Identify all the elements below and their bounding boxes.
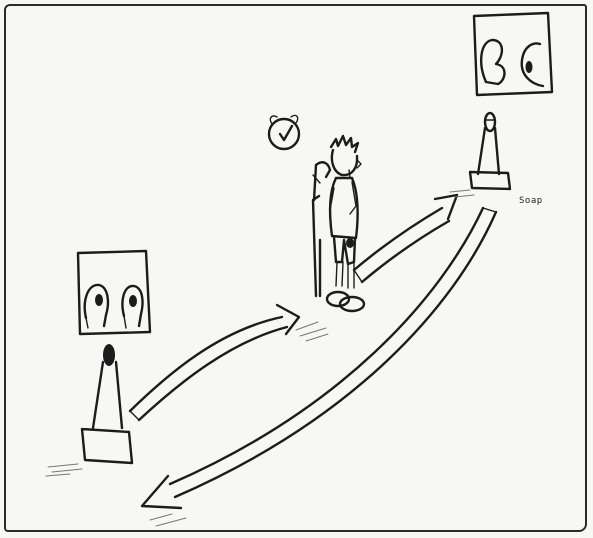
left-traffic-cone: [46, 344, 132, 476]
left-picture-card: [78, 251, 150, 334]
ear-icon: [481, 40, 504, 84]
left-eye-icon: [85, 285, 108, 328]
alarm-clock-icon: [269, 115, 299, 149]
boy-figure: [327, 136, 364, 311]
arrow-to-boy: [130, 305, 299, 420]
right-traffic-cone: [450, 113, 510, 197]
mouth-icon: [522, 44, 543, 86]
right-picture-card: [474, 13, 552, 95]
soap-label: Soap: [519, 196, 543, 206]
arrow-to-soap: [354, 195, 457, 282]
sink-stand: [296, 162, 330, 341]
right-eye-icon: [122, 286, 142, 328]
